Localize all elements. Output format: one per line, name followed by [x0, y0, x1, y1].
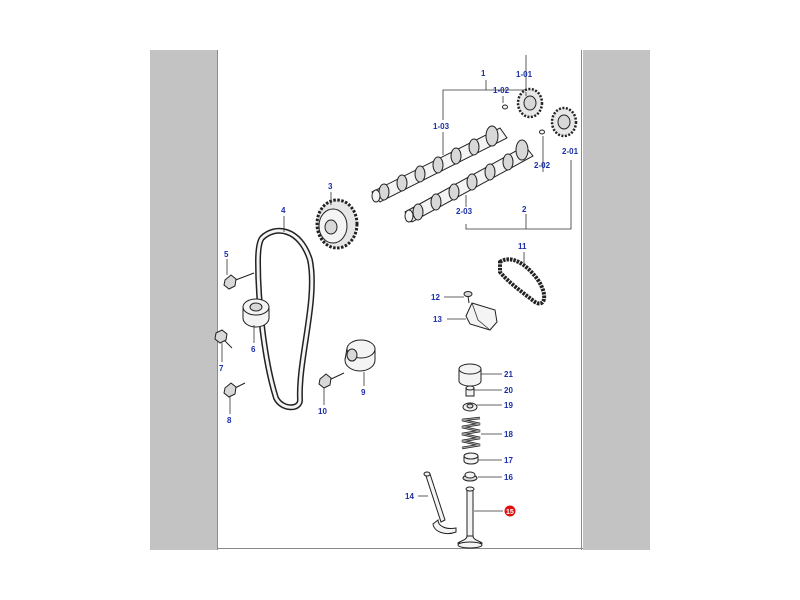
valve-15[interactable] — [456, 486, 484, 549]
valve-stem-seal-16[interactable] — [462, 471, 478, 482]
timing-belt[interactable] — [254, 227, 315, 411]
callout-2-02[interactable]: 2-02 — [534, 161, 551, 170]
callout-2[interactable]: 2 — [522, 205, 527, 214]
valve-spring-18[interactable] — [461, 416, 481, 450]
callout-15[interactable]: 15 — [506, 509, 514, 516]
callout-1-02[interactable]: 1-02 — [493, 86, 510, 95]
tappet-21[interactable] — [458, 363, 482, 387]
leader-lines — [221, 55, 572, 512]
callout-10[interactable]: 10 — [318, 407, 327, 416]
callout-1-03[interactable]: 1-03 — [433, 122, 450, 131]
callout-2-01[interactable]: 2-01 — [562, 147, 579, 156]
camshaft-lower[interactable] — [404, 139, 534, 223]
sheet-border-right — [581, 50, 582, 550]
screw-12[interactable] — [463, 291, 473, 304]
bolt-7[interactable] — [214, 329, 233, 349]
diagram-sheet — [217, 50, 583, 550]
callout-19[interactable]: 19 — [504, 401, 513, 410]
callout-13[interactable]: 13 — [433, 315, 442, 324]
callout-1[interactable]: 1 — [481, 69, 486, 78]
cam-pulley[interactable] — [315, 198, 359, 250]
pin-2-02[interactable] — [539, 129, 545, 135]
sheet-border-left — [217, 50, 218, 550]
valve-14[interactable] — [423, 471, 457, 535]
pin-1-02[interactable] — [502, 104, 508, 110]
camshaft-upper[interactable] — [371, 125, 508, 203]
callout-5[interactable]: 5 — [224, 250, 229, 259]
bolt-5[interactable] — [223, 272, 255, 290]
tensioner-pulley[interactable] — [344, 339, 376, 372]
callout-12[interactable]: 12 — [431, 293, 440, 302]
callout-17[interactable]: 17 — [504, 456, 513, 465]
callout-8[interactable]: 8 — [227, 416, 232, 425]
valve-cotter-20[interactable] — [465, 385, 475, 397]
callout-11[interactable]: 11 — [518, 242, 527, 251]
idler-pulley-6[interactable] — [242, 298, 270, 328]
sheet-border-bottom — [217, 548, 583, 549]
callout-1-01[interactable]: 1-01 — [516, 70, 533, 79]
bracket-13[interactable] — [465, 302, 498, 331]
left-side-panel — [150, 50, 217, 550]
callout-6[interactable]: 6 — [251, 345, 256, 354]
callout-9[interactable]: 9 — [361, 388, 366, 397]
callout-15-highlight[interactable] — [504, 505, 516, 517]
callout-20[interactable]: 20 — [504, 386, 513, 395]
bolt-10[interactable] — [318, 372, 345, 389]
callout-16[interactable]: 16 — [504, 473, 513, 482]
callout-2-03[interactable]: 2-03 — [456, 207, 473, 216]
callout-3[interactable]: 3 — [328, 182, 333, 191]
valve-spring-seat-17[interactable] — [463, 452, 479, 465]
bolt-8[interactable] — [223, 382, 246, 398]
sprocket-2-01[interactable] — [550, 106, 578, 138]
callout-4[interactable]: 4 — [281, 206, 286, 215]
spring-retainer-19[interactable] — [462, 402, 478, 412]
sprocket-1-01[interactable] — [516, 87, 544, 119]
right-side-panel — [583, 50, 650, 550]
gasket-belt-11[interactable] — [498, 257, 547, 306]
callout-18[interactable]: 18 — [504, 430, 513, 439]
callout-14[interactable]: 14 — [405, 492, 414, 501]
callout-7[interactable]: 7 — [219, 364, 224, 373]
callout-21[interactable]: 21 — [504, 370, 513, 379]
callout-labels: 1 1-01 1-02 1-03 2 2-01 2-02 2-03 3 4 5 … — [219, 69, 579, 517]
